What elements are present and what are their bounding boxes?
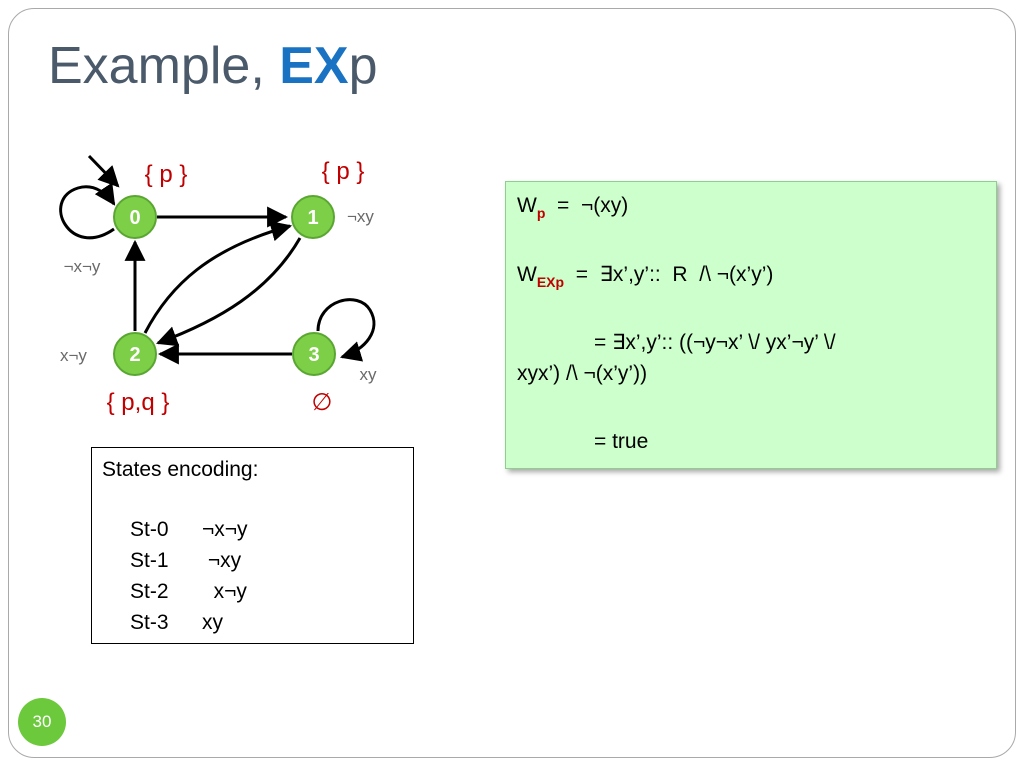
- formula-wp-line: Wp = ¬(xy): [517, 194, 629, 221]
- encoding-state: St-3: [130, 611, 169, 634]
- encoding-row: St-3 xy: [130, 611, 223, 635]
- s0-props-label: { p }: [145, 161, 188, 188]
- s2-enc-label: x¬y: [60, 346, 87, 365]
- edge-2-1: [143, 220, 293, 334]
- formula-expansion-cont-line: xyx’) /\ ¬(x’y’)): [517, 362, 648, 385]
- s0-enc-label: ¬x¬y: [64, 257, 101, 276]
- edge-1-2: [156, 237, 302, 347]
- s1-props-label: { p }: [322, 158, 365, 185]
- states-encoding-box: States encoding: St-0 ¬x¬y St-1 ¬xy St-2 …: [91, 447, 414, 644]
- svg-text:0: 0: [129, 207, 140, 229]
- slide-title: Example, EXp: [48, 36, 378, 96]
- page-number-badge: 30: [18, 698, 66, 746]
- encoding-code: ¬xy: [202, 549, 242, 572]
- formula-result-line: = true: [594, 430, 649, 453]
- encoding-row: St-2 x¬y: [130, 580, 247, 604]
- edge-3-3: [316, 298, 376, 362]
- encoding-state: St-1: [130, 549, 169, 572]
- s2-props-label: { p,q }: [107, 389, 170, 416]
- initial-arrow: [87, 154, 120, 188]
- title-highlight: EX: [279, 37, 349, 95]
- encoding-state: St-2: [130, 580, 169, 603]
- node-1: 1: [291, 195, 335, 239]
- svg-text:3: 3: [308, 344, 319, 366]
- encoding-state: St-0: [130, 518, 169, 541]
- node-2: 2: [113, 332, 157, 376]
- node-0: 0: [113, 195, 157, 239]
- node-3: 3: [292, 332, 336, 376]
- encoding-code: x¬y: [202, 580, 247, 603]
- formula-expansion-line: = ∃x’,y’:: ((¬y¬x’ \/ yx’¬y’ \/: [594, 331, 836, 354]
- encoding-row: St-0 ¬x¬y: [130, 518, 248, 542]
- encoding-row: St-1 ¬xy: [130, 549, 241, 573]
- encoding-code: ¬x¬y: [202, 518, 248, 541]
- formula-wexp-line: WEXp = ∃x’,y’:: R /\ ¬(x’y’): [517, 263, 774, 290]
- s3-props-label: ∅: [312, 389, 333, 416]
- s1-enc-label: ¬xy: [347, 207, 374, 226]
- edge-0-0: [59, 182, 116, 240]
- title-suffix: p: [348, 37, 378, 95]
- svg-text:1: 1: [307, 207, 318, 229]
- encoding-code: xy: [202, 611, 223, 634]
- formula-box: Wp = ¬(xy) WEXp = ∃x’,y’:: R /\ ¬(x’y’) …: [505, 181, 997, 469]
- title-prefix: Example,: [48, 37, 280, 95]
- s3-enc-label: xy: [360, 365, 378, 384]
- encoding-heading: States encoding:: [102, 458, 259, 481]
- svg-text:2: 2: [129, 344, 140, 366]
